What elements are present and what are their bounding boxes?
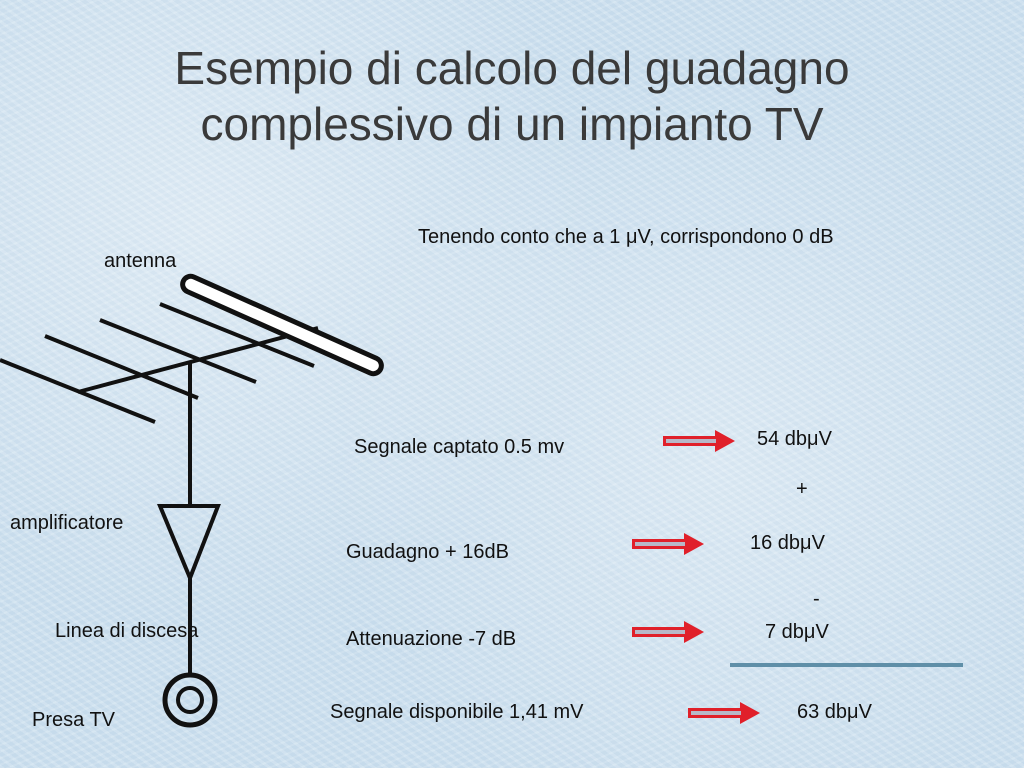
slide-title: Esempio di calcolo del guadagno compless… [0,40,1024,152]
arrow-icon [688,702,760,724]
tv-socket-outer [162,672,218,728]
tv-socket-inner [176,686,204,714]
antenna-boom [77,326,319,394]
title-line-2: complessivo di un impianto TV [200,98,824,150]
calc-value-available: 63 dbμV [797,701,872,723]
reference-note: Tenendo conto che a 1 μV, corrispondono … [418,226,834,248]
arrow-icon [632,533,704,555]
calc-value-signal: 54 dbμV [757,428,832,450]
title-line-1: Esempio di calcolo del guadagno [174,42,850,94]
operator-plus: + [796,478,808,500]
amplifier-symbol [157,504,221,584]
arrow-icon [632,621,704,643]
calc-value-gain: 16 dbμV [750,532,825,554]
calc-desc-available: Segnale disponibile 1,41 mV [330,701,584,723]
label-presa-tv: Presa TV [32,709,115,731]
arrow-icon [663,430,735,452]
label-linea-di-discesa: Linea di discesa [55,620,199,642]
operator-minus: - [813,588,820,610]
antenna-element-1 [0,358,156,424]
calc-desc-signal: Segnale captato 0.5 mv [354,436,565,458]
calc-desc-gain: Guadagno + 16dB [346,541,509,563]
calc-value-attenuation: 7 dbμV [765,621,829,643]
antenna-dipole [180,273,384,377]
antenna-element-2 [44,334,199,400]
antenna-element-3 [99,318,257,384]
calc-desc-attenuation: Attenuazione -7 dB [346,628,517,650]
label-antenna: antenna [104,250,177,272]
antenna-element-4 [159,302,315,368]
label-amplificatore: amplificatore [10,512,124,534]
